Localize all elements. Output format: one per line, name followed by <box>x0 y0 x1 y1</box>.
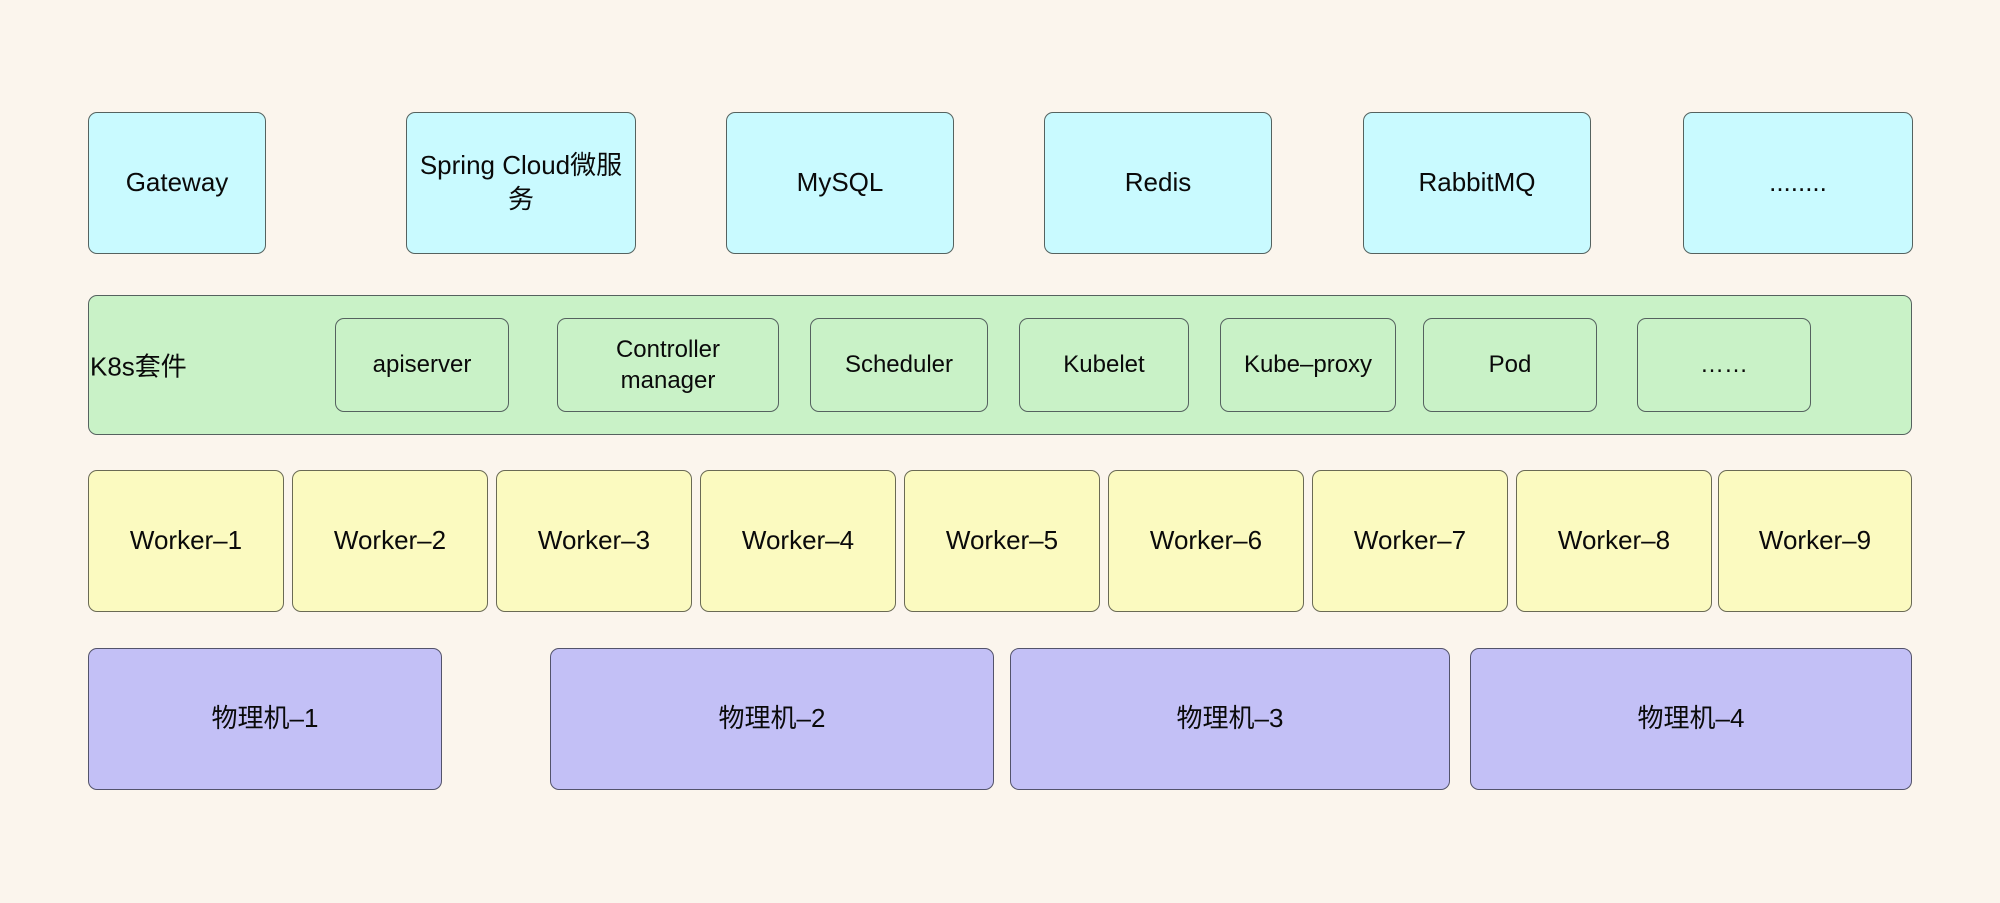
worker-box-6[interactable]: Worker–6 <box>1108 470 1304 612</box>
worker-box-label: Worker–4 <box>741 525 855 556</box>
k8s-box-label: …… <box>1700 351 1748 379</box>
k8s-box-label: Scheduler <box>844 351 954 379</box>
machine-box-label: 物理机–4 <box>1637 703 1745 734</box>
worker-box-3[interactable]: Worker–3 <box>496 470 692 612</box>
k8s-box-label: Kubelet <box>1063 351 1145 379</box>
app-box-label: Redis <box>1124 167 1192 198</box>
k8s-box-5[interactable]: Kube–proxy <box>1220 318 1396 412</box>
machine-box-label: 物理机–2 <box>718 703 826 734</box>
app-box-1[interactable]: Gateway <box>88 112 266 254</box>
machine-box-1[interactable]: 物理机–1 <box>88 648 442 790</box>
worker-box-1[interactable]: Worker–1 <box>88 470 284 612</box>
app-box-label: Gateway <box>125 167 229 198</box>
k8s-box-label: apiserver <box>372 351 472 379</box>
worker-box-label: Worker–8 <box>1557 525 1671 556</box>
app-box-4[interactable]: Redis <box>1044 112 1272 254</box>
k8s-box-label: Pod <box>1488 351 1532 379</box>
app-box-3[interactable]: MySQL <box>726 112 954 254</box>
worker-box-label: Worker–9 <box>1758 525 1872 556</box>
app-box-5[interactable]: RabbitMQ <box>1363 112 1591 254</box>
app-box-label: Spring Cloud微服 务 <box>419 150 623 214</box>
app-box-label: ........ <box>1769 167 1827 198</box>
k8s-suite-label: K8s套件 <box>90 351 187 382</box>
k8s-box-6[interactable]: Pod <box>1423 318 1597 412</box>
worker-box-9[interactable]: Worker–9 <box>1718 470 1912 612</box>
k8s-box-7[interactable]: …… <box>1637 318 1811 412</box>
k8s-box-2[interactable]: Controller manager <box>557 318 779 412</box>
app-box-2[interactable]: Spring Cloud微服 务 <box>406 112 636 254</box>
machine-box-3[interactable]: 物理机–3 <box>1010 648 1450 790</box>
app-box-label: MySQL <box>796 167 884 198</box>
k8s-box-4[interactable]: Kubelet <box>1019 318 1189 412</box>
worker-box-label: Worker–6 <box>1149 525 1263 556</box>
worker-box-2[interactable]: Worker–2 <box>292 470 488 612</box>
worker-box-label: Worker–3 <box>537 525 651 556</box>
worker-box-label: Worker–7 <box>1353 525 1467 556</box>
k8s-box-label: Controller manager <box>615 335 721 394</box>
machine-box-label: 物理机–1 <box>211 703 319 734</box>
worker-box-8[interactable]: Worker–8 <box>1516 470 1712 612</box>
worker-box-7[interactable]: Worker–7 <box>1312 470 1508 612</box>
worker-box-label: Worker–1 <box>129 525 243 556</box>
machine-box-label: 物理机–3 <box>1176 703 1284 734</box>
machine-box-2[interactable]: 物理机–2 <box>550 648 994 790</box>
k8s-box-3[interactable]: Scheduler <box>810 318 988 412</box>
worker-box-label: Worker–5 <box>945 525 1059 556</box>
machine-box-4[interactable]: 物理机–4 <box>1470 648 1912 790</box>
worker-box-label: Worker–2 <box>333 525 447 556</box>
k8s-box-1[interactable]: apiserver <box>335 318 509 412</box>
app-box-6[interactable]: ........ <box>1683 112 1913 254</box>
worker-box-4[interactable]: Worker–4 <box>700 470 896 612</box>
app-box-label: RabbitMQ <box>1418 167 1536 198</box>
k8s-box-label: Kube–proxy <box>1243 351 1373 379</box>
worker-box-5[interactable]: Worker–5 <box>904 470 1100 612</box>
